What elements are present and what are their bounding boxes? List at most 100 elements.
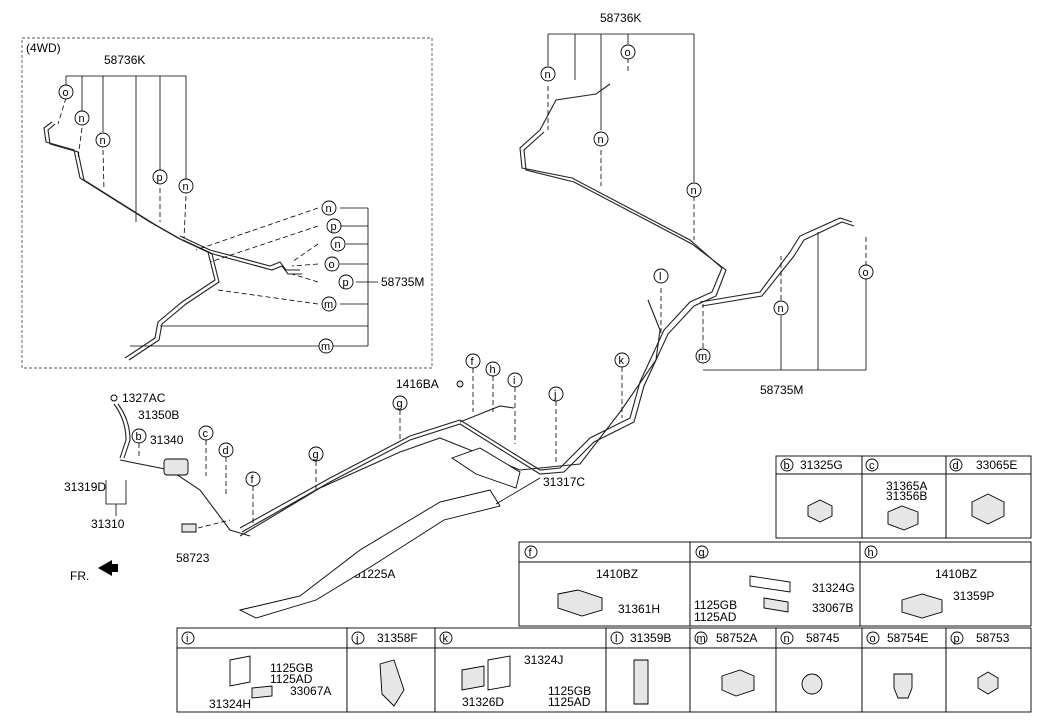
callout-n: n bbox=[100, 135, 106, 147]
callout-n: n bbox=[778, 303, 784, 315]
cell-k-part-2: 31326D bbox=[462, 695, 504, 709]
cell-i-part-1: 1125GB bbox=[270, 661, 313, 675]
part-31317C: 31317C bbox=[543, 475, 585, 489]
bracket-31324H-icon bbox=[229, 655, 251, 687]
cell-g-part-4: 33067B bbox=[812, 601, 853, 615]
part-1327AC: 1327AC bbox=[122, 391, 166, 405]
part-31340: 31340 bbox=[150, 433, 184, 447]
cell-letter-f: f bbox=[529, 547, 533, 559]
cell-part-o: 58754E bbox=[887, 631, 928, 645]
grommet-58745-icon bbox=[801, 673, 823, 695]
callout-n: n bbox=[598, 134, 604, 146]
cell-f-part-1: 1410BZ bbox=[596, 567, 638, 581]
bracket-31361H-icon bbox=[557, 589, 603, 617]
cell-i-part-4: 31324H bbox=[209, 697, 251, 711]
callout-n: n bbox=[326, 203, 332, 215]
grommet-58754E-icon bbox=[893, 673, 913, 699]
inset-top-part-label: 58736K bbox=[104, 53, 145, 67]
cell-i-part-3: 33067A bbox=[290, 684, 331, 698]
cell-g-part-2: 1125GB bbox=[694, 598, 737, 612]
inset-right-part-label: 58735M bbox=[381, 275, 424, 289]
cell-part-n: 58745 bbox=[806, 631, 840, 645]
cell-k-part-4: 1125AD bbox=[548, 695, 591, 709]
cell-h-part-1: 1410BZ bbox=[935, 567, 977, 581]
cell-letter-p: p bbox=[954, 633, 960, 645]
callout-g: g bbox=[313, 449, 319, 461]
callout-p: p bbox=[157, 172, 163, 184]
grommet-58753-icon bbox=[977, 671, 999, 695]
main-bottom-part-label: 58735M bbox=[760, 383, 803, 397]
callout-m: m bbox=[698, 351, 707, 363]
callout-c: c bbox=[203, 428, 209, 440]
cell-part-c: 31365A bbox=[886, 479, 927, 493]
cell-letter-g: g bbox=[699, 547, 705, 559]
callout-p: p bbox=[331, 221, 337, 233]
cell-f-part-2: 31361H bbox=[618, 602, 660, 616]
front-arrow-icon bbox=[98, 560, 118, 576]
table-top: b 31325G c 31365A 31356B d 33065E bbox=[775, 455, 1032, 539]
cell-letter-j: j bbox=[355, 633, 358, 645]
cell-letter-c: c bbox=[869, 460, 875, 472]
callout-g: g bbox=[397, 398, 403, 410]
callout-o: o bbox=[863, 267, 869, 279]
cell-g-part-3: 1125AD bbox=[694, 610, 737, 624]
inset-callouts: o n n p n n p n o p m m bbox=[58, 84, 354, 354]
bracket-31324J-icon bbox=[487, 655, 511, 691]
clip-31325G-icon bbox=[807, 499, 833, 523]
table-bottom: i j 31358F k l 31359B m 58752A n 58745 o… bbox=[176, 627, 1032, 713]
part-31319D: 31319D bbox=[64, 480, 106, 494]
table-mid: f g h 1410BZ 31361H 31324G 1125GB 1125AD… bbox=[518, 541, 1032, 627]
callout-l: l bbox=[659, 271, 661, 283]
callout-m: m bbox=[321, 341, 330, 353]
cell-letter-l: l bbox=[615, 633, 617, 645]
callout-p: p bbox=[343, 277, 349, 289]
part-1416BA: 1416BA bbox=[396, 377, 439, 391]
callout-f: f bbox=[251, 474, 255, 486]
callout-j: j bbox=[553, 389, 556, 401]
bracket-31324G-icon bbox=[749, 575, 791, 593]
cell-k-part-1: 31324J bbox=[524, 653, 563, 667]
part-58723: 58723 bbox=[176, 551, 210, 565]
callout-n: n bbox=[691, 185, 697, 197]
callout-b: b bbox=[136, 431, 142, 443]
callout-i: i bbox=[513, 375, 515, 387]
part-31310: 31310 bbox=[91, 517, 125, 531]
cell-g-part-1: 31324G bbox=[812, 581, 855, 595]
clip-31359B-icon bbox=[633, 659, 649, 705]
clip-31365A-icon bbox=[887, 505, 919, 531]
callout-m: m bbox=[324, 299, 333, 311]
callout-h: h bbox=[490, 364, 496, 376]
cell-letter-b: b bbox=[784, 460, 790, 472]
cell-i-part-2: 1125AD bbox=[270, 672, 313, 686]
callout-d: d bbox=[223, 445, 229, 457]
cell-letter-i: i bbox=[186, 633, 188, 645]
main-top-part-label: 58736K bbox=[600, 11, 641, 25]
cell-letter-o: o bbox=[870, 633, 876, 645]
cell-letter-m: m bbox=[697, 633, 706, 645]
cell-part-d: 33065E bbox=[976, 458, 1017, 472]
cell-letter-d: d bbox=[953, 460, 959, 472]
cell-part-l: 31359B bbox=[630, 631, 671, 645]
cell-part-j: 31358F bbox=[377, 631, 418, 645]
cell-part-b: 31325G bbox=[800, 458, 843, 472]
clip-33067B-icon bbox=[763, 597, 789, 613]
callout-f: f bbox=[471, 356, 475, 368]
cell-letter-h: h bbox=[868, 547, 874, 559]
cell-part-p: 58753 bbox=[976, 631, 1010, 645]
cell-letter-n: n bbox=[784, 633, 790, 645]
callout-n: n bbox=[545, 69, 551, 81]
inset-title: (4WD) bbox=[26, 41, 61, 55]
cell-part-m: 58752A bbox=[716, 631, 757, 645]
part-31350B: 31350B bbox=[138, 408, 179, 422]
main-callouts: n o n n o n m l k j i h f g g f d c b bbox=[131, 44, 874, 487]
bracket-31359P-icon bbox=[901, 593, 943, 619]
clip-58752A-icon bbox=[721, 669, 755, 697]
cell-letter-k: k bbox=[443, 633, 449, 645]
cell-part2-c: 31356B bbox=[886, 489, 927, 503]
cell-k-part-3: 1125GB bbox=[548, 684, 591, 698]
callout-o: o bbox=[625, 47, 631, 59]
clip-31326D-icon bbox=[461, 665, 485, 691]
clip-33067A-icon bbox=[251, 685, 273, 699]
callout-n: n bbox=[183, 181, 189, 193]
